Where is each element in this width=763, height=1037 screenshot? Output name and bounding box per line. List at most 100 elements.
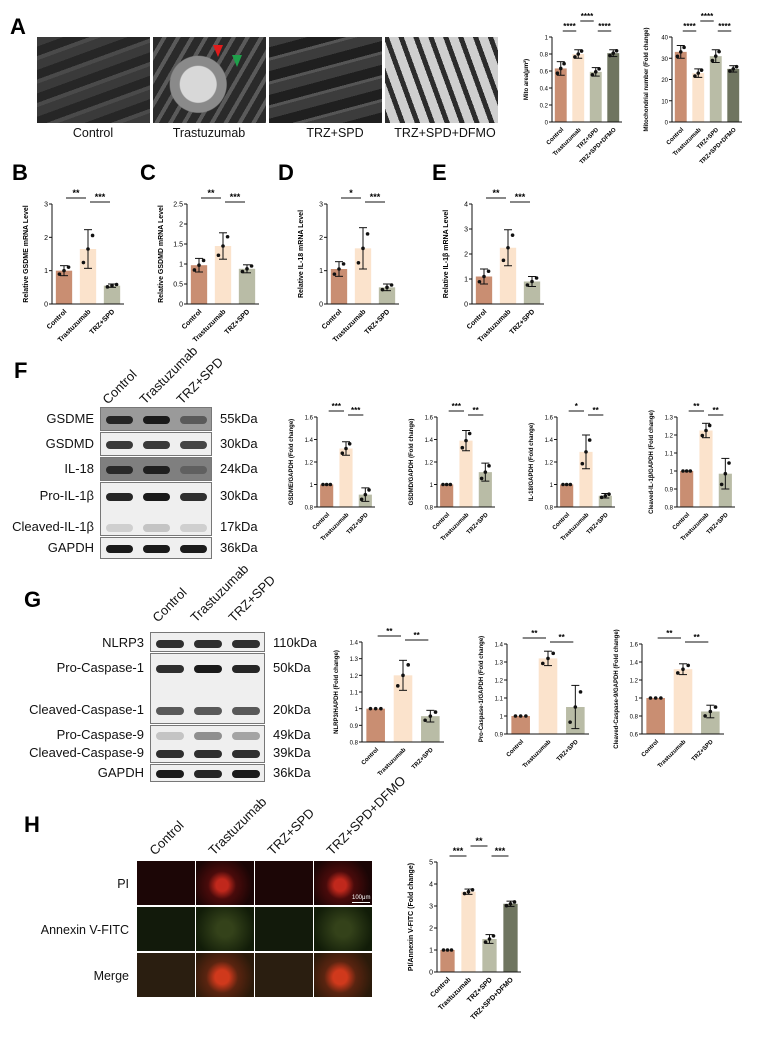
svg-text:Control: Control (552, 512, 572, 532)
svg-text:0: 0 (44, 302, 48, 309)
svg-text:3: 3 (464, 227, 468, 234)
protein-band (194, 732, 222, 740)
svg-text:TRZ+SPD: TRZ+SPD (364, 308, 392, 336)
svg-text:2: 2 (44, 235, 48, 242)
svg-text:1.4: 1.4 (425, 438, 434, 444)
chart-svg: ControlTrastuzumabTRZ+SPD0.80.911.11.21.… (649, 402, 735, 543)
chart-svg: ControlTrastuzumabTRZ+SPDTRZ+SPD+DFMO010… (644, 12, 742, 166)
svg-text:0: 0 (665, 121, 669, 127)
svg-text:1.2: 1.2 (425, 461, 434, 467)
svg-text:0.9: 0.9 (495, 733, 504, 739)
fluorescence-image (137, 953, 195, 997)
bar (440, 950, 455, 972)
protein-label: IL-18 (64, 461, 94, 476)
protein-band (106, 416, 133, 424)
svg-text:2: 2 (319, 235, 323, 242)
bar (699, 430, 713, 507)
protein-band (106, 466, 133, 474)
svg-text:0: 0 (429, 970, 433, 977)
bar (503, 903, 518, 972)
kda-label: 110kDa (273, 635, 317, 650)
svg-text:1: 1 (355, 707, 359, 713)
svg-text:Control: Control (672, 512, 692, 532)
svg-text:****: **** (563, 22, 576, 31)
column-label: TRZ+SPD (264, 805, 318, 858)
bar (538, 658, 558, 734)
protein-band (194, 640, 222, 648)
svg-text:0.8: 0.8 (350, 741, 359, 747)
em-caption: Trastuzumab (172, 126, 246, 140)
svg-text:Pro-Caspase-1/GAPDH (Fold chan: Pro-Caspase-1/GAPDH (Fold change) (479, 636, 485, 742)
svg-text:**: ** (713, 406, 720, 415)
protein-label: Pro-Caspase-9 (56, 727, 144, 742)
protein-band (106, 441, 133, 449)
protein-band (180, 493, 207, 501)
chart-svg: ControlTrastuzumabTRZ+SPD0.811.21.41.6GS… (289, 402, 375, 543)
svg-text:Trastuzumab: Trastuzumab (377, 747, 408, 778)
panel-letter-e: E (432, 160, 447, 185)
bar (579, 451, 593, 507)
svg-text:**: ** (666, 629, 673, 638)
svg-text:**: ** (693, 402, 700, 411)
protein-label: GSDMD (45, 436, 94, 451)
svg-text:IL-18/GAPDH (Fold change): IL-18/GAPDH (Fold change) (529, 423, 535, 501)
scale-bar: 100μm (352, 895, 371, 903)
svg-text:1.3: 1.3 (495, 661, 504, 667)
svg-text:3: 3 (319, 202, 323, 209)
svg-text:Cleaved-IL-1β/GAPDH (Fold chan: Cleaved-IL-1β/GAPDH (Fold change) (649, 410, 655, 514)
svg-text:1.3: 1.3 (665, 416, 674, 422)
svg-text:1: 1 (545, 36, 549, 42)
chart-svg: ControlTrastuzumabTRZ+SPDTRZ+SPD+DFMO00.… (523, 12, 622, 166)
bar (589, 71, 602, 122)
svg-text:Control: Control (506, 739, 526, 759)
protein-band (156, 732, 184, 740)
svg-text:****: **** (718, 22, 731, 31)
svg-text:**: ** (207, 188, 215, 198)
svg-text:1.4: 1.4 (630, 661, 639, 667)
protein-band (232, 707, 260, 715)
protein-band (143, 545, 170, 553)
kda-label: 20kDa (273, 702, 311, 717)
panel-letter-b: B (12, 160, 28, 185)
em-image-control (36, 36, 151, 124)
bar (598, 495, 612, 507)
svg-text:TRZ+SPD: TRZ+SPD (509, 308, 537, 336)
protein-band (180, 466, 207, 474)
panel-letter-g: G (24, 587, 42, 612)
svg-text:0.6: 0.6 (540, 70, 549, 76)
protein-band (143, 416, 170, 424)
svg-text:2: 2 (179, 222, 183, 229)
protein-band (232, 750, 260, 758)
fluorescence-image (196, 861, 254, 905)
svg-text:Relative IL-1β mRNA Level: Relative IL-1β mRNA Level (443, 210, 450, 298)
protein-band (194, 665, 222, 673)
protein-label: NLRP3 (102, 635, 144, 650)
protein-band (156, 665, 184, 673)
svg-text:0.5: 0.5 (173, 282, 183, 289)
fluorescence-image (255, 907, 313, 951)
svg-text:TRZ+SPD: TRZ+SPD (224, 308, 252, 336)
svg-text:Control: Control (321, 308, 344, 331)
blot-membrane (100, 482, 212, 536)
svg-text:0.2: 0.2 (540, 104, 549, 110)
svg-text:***: *** (515, 192, 526, 202)
svg-text:0.9: 0.9 (350, 724, 359, 730)
protein-band (232, 665, 260, 673)
svg-text:1.3: 1.3 (350, 657, 359, 663)
fluorescence-image (314, 953, 372, 997)
svg-text:Control: Control (46, 308, 69, 331)
panel-letter-c: C (140, 160, 156, 185)
protein-label: Cleaved-Caspase-9 (29, 745, 144, 760)
svg-text:Cleaved-Caspase-9/GAPDH (Fold: Cleaved-Caspase-9/GAPDH (Fold change) (614, 629, 620, 748)
svg-text:***: *** (370, 192, 381, 202)
svg-text:**: ** (593, 406, 600, 415)
fluorescence-image (314, 861, 372, 905)
panel-letter-a: A (10, 14, 26, 39)
bar (607, 53, 620, 122)
svg-text:1.4: 1.4 (545, 438, 554, 444)
column-label: Control (146, 817, 187, 858)
